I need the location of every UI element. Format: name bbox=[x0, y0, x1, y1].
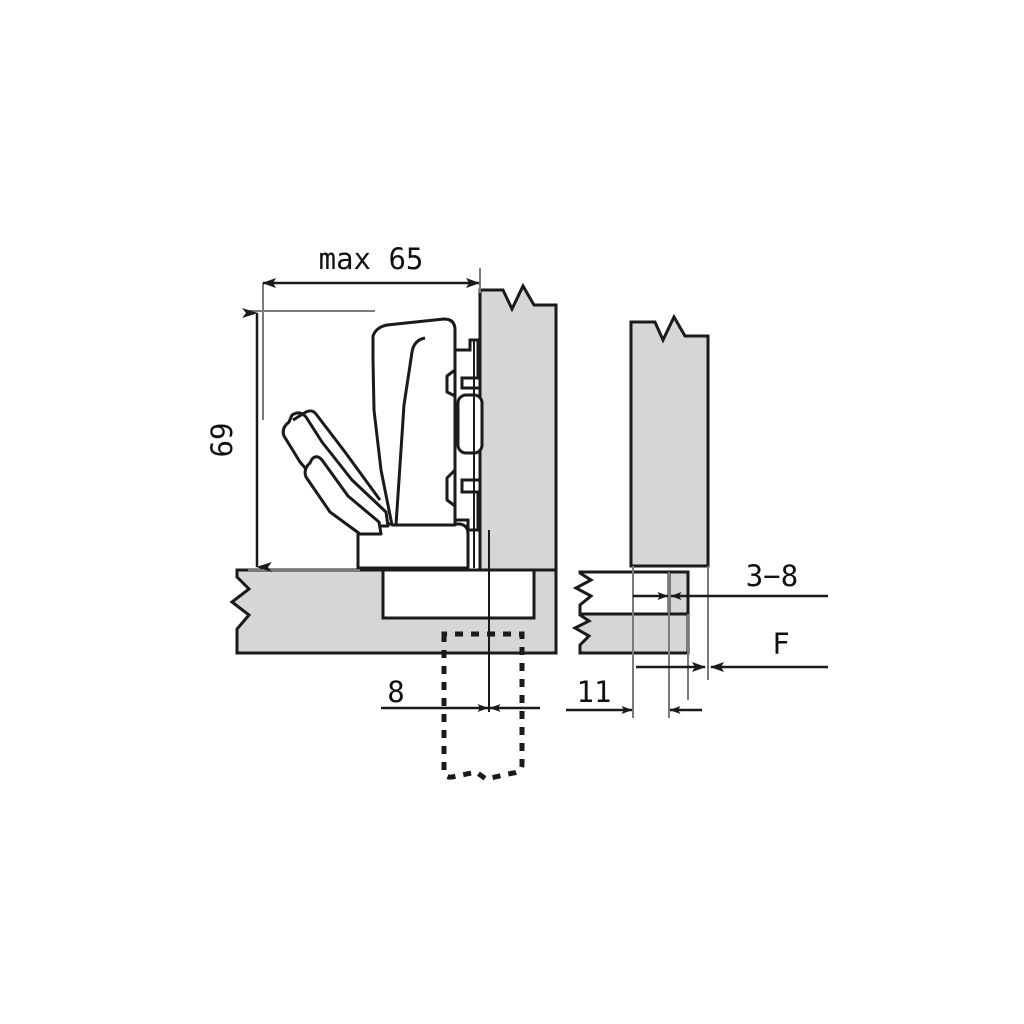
dimension-3-8: 3−8 bbox=[633, 559, 828, 600]
side-view-group: max 65 69 8 bbox=[205, 242, 558, 782]
cabinet-panel bbox=[229, 568, 558, 655]
dimension-8-label: 8 bbox=[387, 675, 404, 709]
dimension-max-65: max 65 bbox=[262, 242, 480, 288]
dimension-11-label: 11 bbox=[577, 675, 612, 709]
detail-overlay-strip bbox=[667, 570, 690, 616]
detail-view-group: 3−8 F 11 bbox=[566, 313, 828, 718]
door-panel bbox=[478, 282, 558, 572]
dimension-69-label: 69 bbox=[205, 423, 239, 458]
hinge-arm-assembly bbox=[281, 317, 457, 536]
dimension-69: 69 bbox=[205, 308, 272, 572]
dimension-11: 11 bbox=[566, 675, 702, 714]
cabinet-recess bbox=[381, 568, 536, 620]
detail-extension-lines bbox=[632, 566, 709, 718]
detail-door-panel bbox=[629, 313, 710, 568]
dimension-max-65-label: max 65 bbox=[319, 242, 424, 276]
drill-hole-outline bbox=[441, 631, 525, 782]
dimension-8: 8 bbox=[381, 675, 540, 712]
hinge-cup-slot bbox=[456, 393, 484, 455]
detail-cabinet-panel bbox=[571, 570, 690, 655]
dimension-F: F bbox=[636, 627, 828, 672]
dimension-3-8-label: 3−8 bbox=[746, 559, 798, 593]
dimension-F-label: F bbox=[772, 627, 789, 661]
